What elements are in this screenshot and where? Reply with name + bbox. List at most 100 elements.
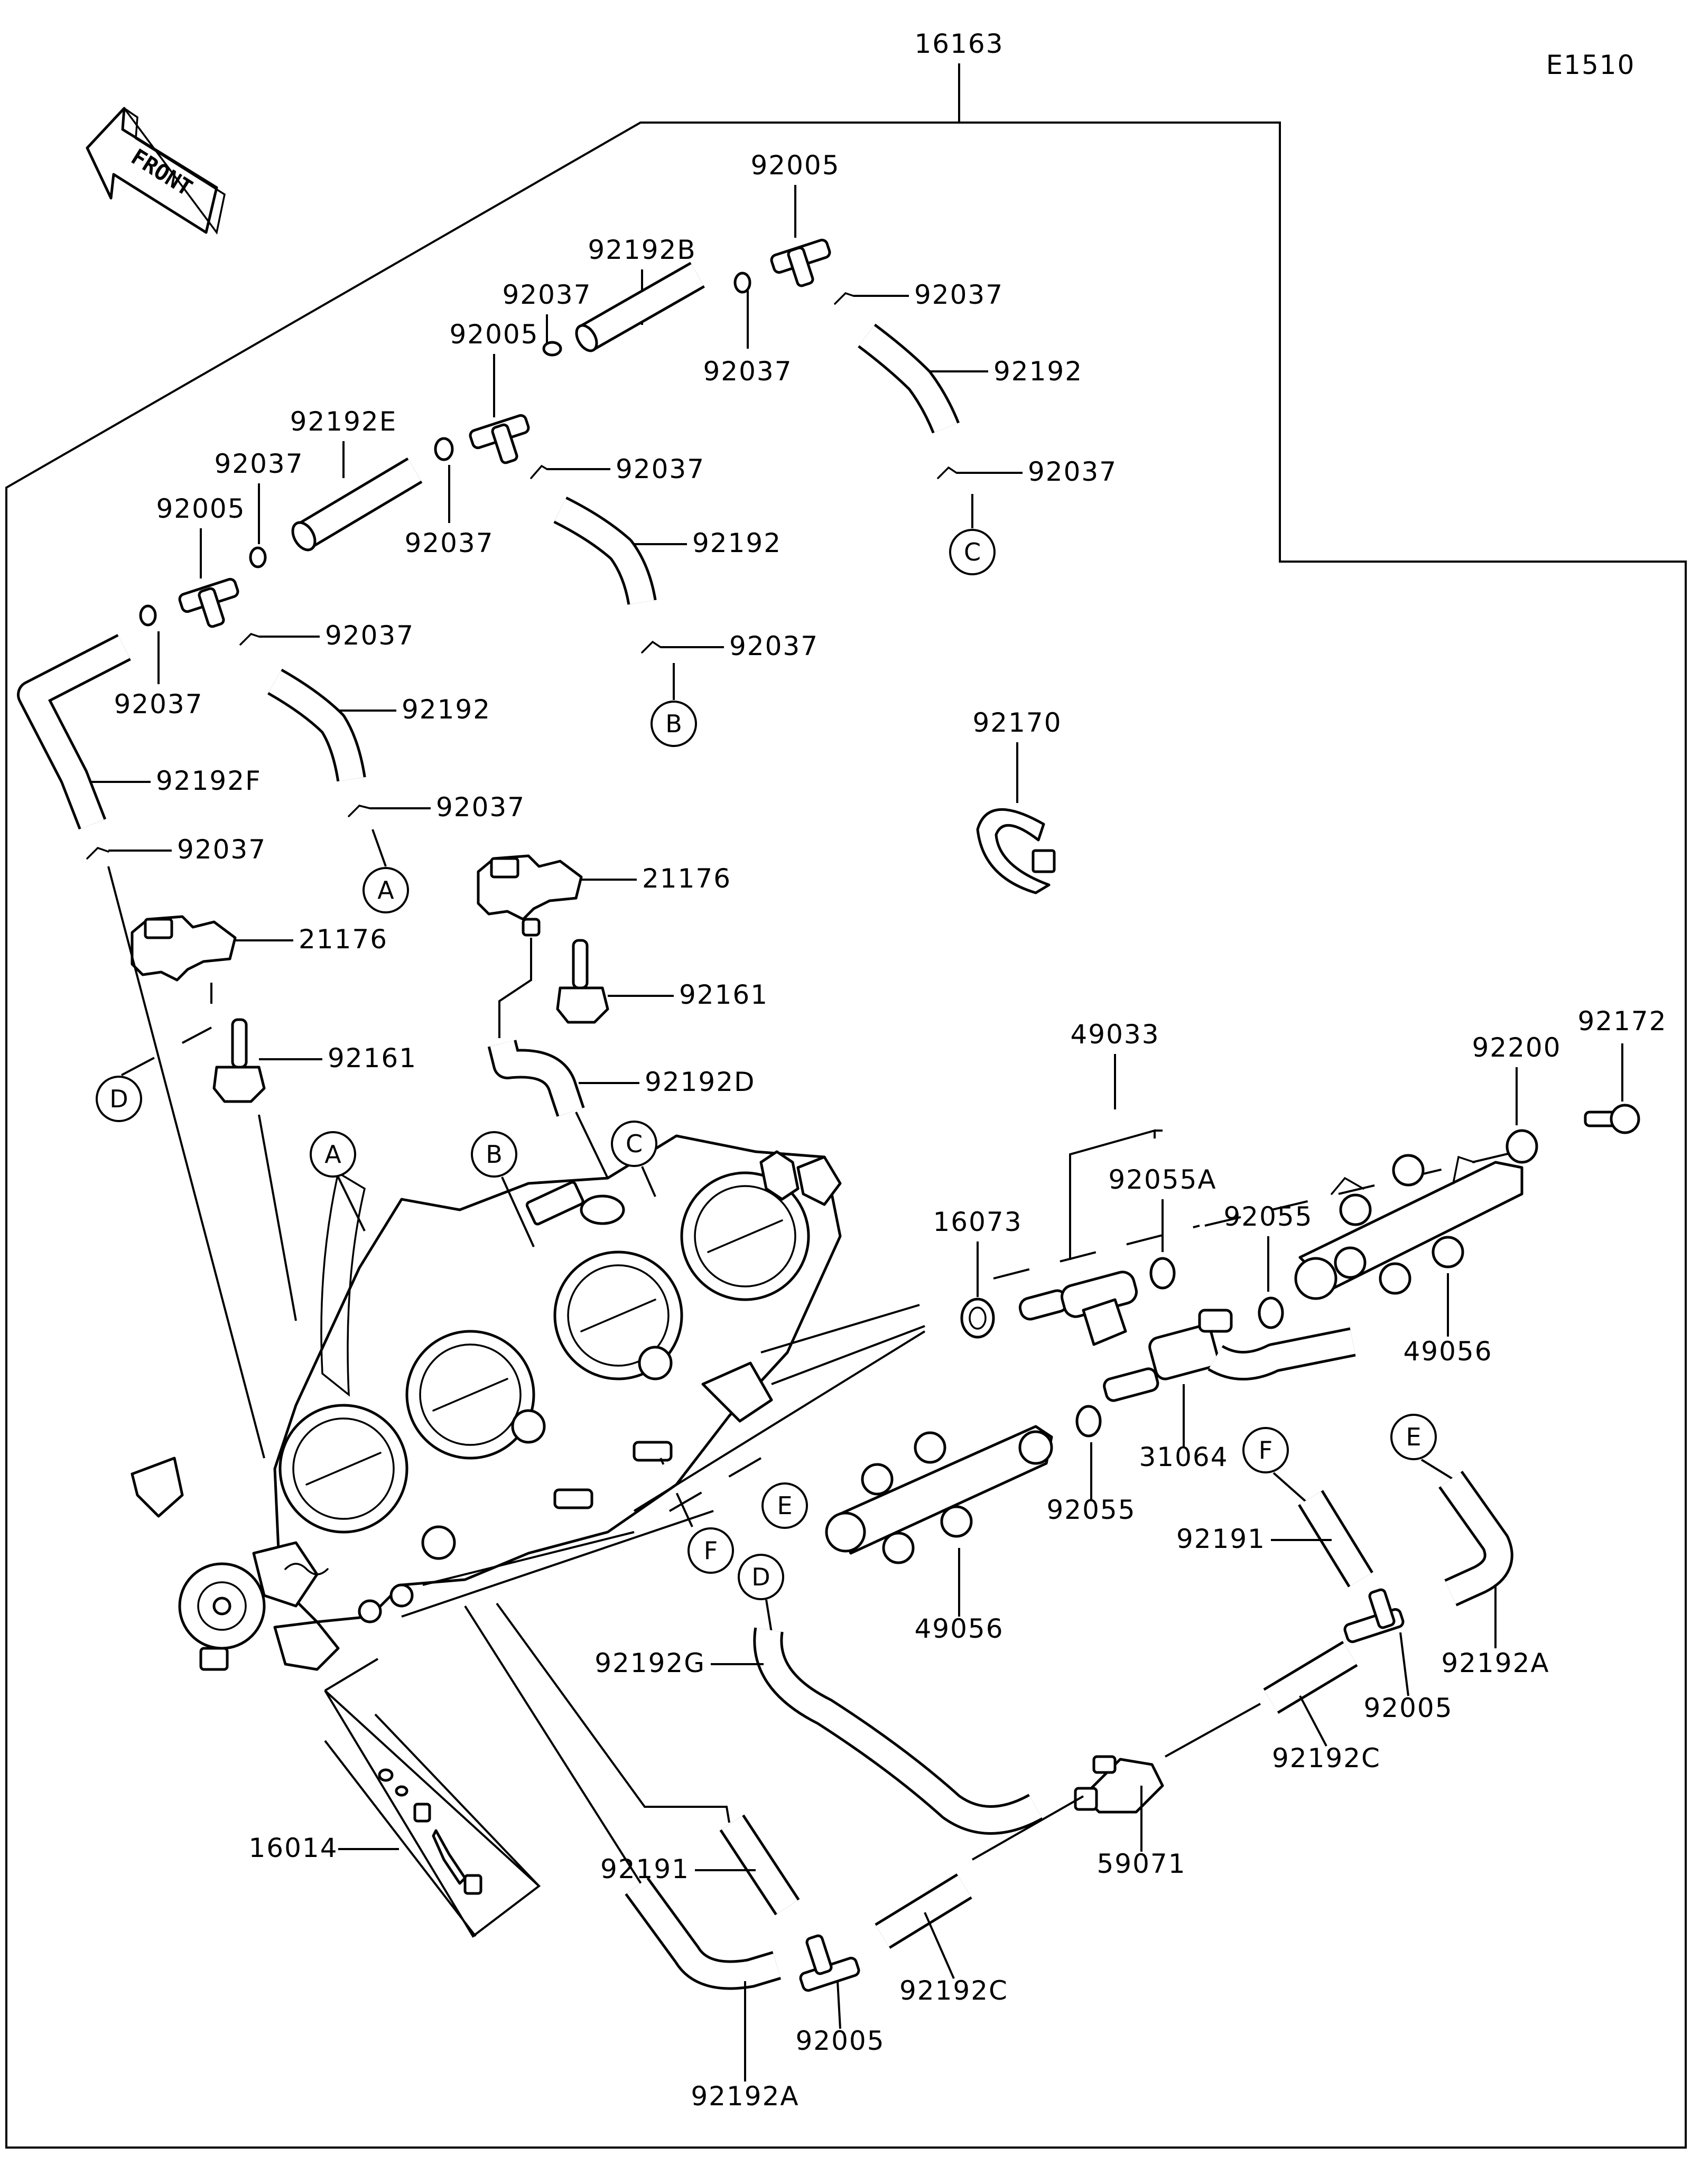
svg-text:B: B xyxy=(486,1140,503,1169)
throttle-linkage xyxy=(178,1541,414,1671)
label-92200: 92200 xyxy=(1472,1032,1561,1063)
hose-clamp-icon xyxy=(249,546,267,568)
label-49033: 49033 xyxy=(1070,1019,1159,1050)
throttle-bore-4 xyxy=(680,1171,810,1301)
ref-circle-c xyxy=(611,1121,657,1167)
fuel-rail-left xyxy=(825,1425,1053,1564)
label-92161-a: 92161 xyxy=(679,979,768,1010)
label-49056-b: 49056 xyxy=(914,1613,1004,1644)
t-fitting-icon xyxy=(799,1934,860,1992)
svg-text:D: D xyxy=(109,1085,128,1113)
t-fitting-icon xyxy=(770,238,831,287)
washer-icon xyxy=(1506,1129,1538,1164)
label-92037-i: 92037 xyxy=(325,620,414,651)
diagram-code: E1510 xyxy=(1546,50,1636,80)
bent-hose-92192F xyxy=(17,634,131,830)
fuel-rail-right xyxy=(1294,1154,1523,1300)
fuel-hose-tee-31064 xyxy=(1103,1309,1356,1402)
svg-text:D: D xyxy=(751,1563,770,1591)
label-92192F: 92192F xyxy=(156,766,262,796)
label-92037-b: 92037 xyxy=(703,356,792,387)
svg-text:B: B xyxy=(665,710,682,738)
label-92192D: 92192D xyxy=(645,1067,756,1097)
label-92037-c: 92037 xyxy=(914,279,1004,310)
hose-clamp-icon xyxy=(733,272,751,294)
hose-clamp-icon xyxy=(834,292,854,305)
hose-clamp-icon xyxy=(239,632,260,646)
label-92037-g: 92037 xyxy=(616,454,705,484)
label-59071: 59071 xyxy=(1097,1849,1186,1879)
ref-circle-f xyxy=(1242,1427,1289,1473)
t-fitting-icon xyxy=(178,577,239,628)
label-92192A-b: 92192A xyxy=(691,2081,799,2112)
straight-hose-92191 xyxy=(719,1814,800,1916)
label-92192B: 92192B xyxy=(588,235,696,265)
bypass-screw-kit-16014 xyxy=(324,1658,541,1938)
label-92055-a: 92055 xyxy=(1223,1201,1313,1232)
svg-text:A: A xyxy=(377,876,394,904)
svg-text:F: F xyxy=(1259,1436,1272,1464)
seal-icon xyxy=(960,1298,995,1339)
label-92037-k: 92037 xyxy=(436,792,525,823)
ref-circle-d xyxy=(96,1076,142,1122)
ref-circle-a xyxy=(310,1131,356,1178)
bolt-icon xyxy=(1584,1104,1640,1134)
pressure-sensor-icon xyxy=(477,854,583,937)
svg-text:C: C xyxy=(626,1130,643,1158)
t-fitting-icon xyxy=(469,414,530,464)
curved-hose-92192D xyxy=(487,1040,585,1117)
o-ring-icon xyxy=(1258,1296,1284,1329)
throttle-bore-2 xyxy=(405,1330,535,1460)
ref-circle-f xyxy=(687,1527,734,1574)
label-92037-a: 92037 xyxy=(502,279,591,310)
label-92005-mid: 92005 xyxy=(449,319,538,350)
svg-text:F: F xyxy=(704,1536,718,1565)
label-92172: 92172 xyxy=(1577,1006,1667,1037)
straight-hose-92192C xyxy=(1263,1640,1358,1714)
label-92037-f: 92037 xyxy=(404,528,494,558)
hose-clamp-icon xyxy=(139,604,157,627)
hose-clamp-icon xyxy=(542,341,562,357)
o-ring-icon xyxy=(1075,1405,1102,1438)
label-92037-h: 92037 xyxy=(729,631,819,661)
curved-hose-92192 xyxy=(858,323,960,434)
label-92192G: 92192G xyxy=(594,1648,705,1678)
label-92192C-a: 92192C xyxy=(1272,1743,1381,1774)
svg-text:C: C xyxy=(964,538,981,566)
svg-text:A: A xyxy=(324,1140,341,1169)
label-92161-b: 92161 xyxy=(328,1043,417,1074)
label-92037-j: 92037 xyxy=(114,689,203,720)
label-92005-b: 92005 xyxy=(1363,1693,1453,1723)
throttle-body-assembly xyxy=(131,1134,842,1671)
label-92005-c: 92005 xyxy=(795,2026,885,2056)
hose-clamp-icon xyxy=(348,805,371,817)
label-92192-top: 92192 xyxy=(993,356,1083,387)
ref-circle-c xyxy=(949,529,996,575)
ref-circle-b xyxy=(651,701,697,747)
cable-band-icon xyxy=(976,808,1056,894)
throttle-bore-1 xyxy=(278,1404,408,1534)
label-49056-a: 49056 xyxy=(1403,1336,1492,1367)
ref-circle-a xyxy=(363,867,409,913)
label-16014: 16014 xyxy=(248,1833,338,1863)
front-arrow-icon: FRONT xyxy=(86,107,226,235)
label-92191-a: 92191 xyxy=(1176,1524,1266,1554)
ref-circle-e xyxy=(761,1482,808,1529)
label-21176-b: 21176 xyxy=(299,924,388,955)
label-92005-left: 92005 xyxy=(156,493,245,524)
hose-clamp-icon xyxy=(641,640,662,654)
straight-hose-92192E xyxy=(291,457,423,552)
hose-clamp-icon xyxy=(937,466,958,479)
label-92192E: 92192E xyxy=(290,406,397,437)
label-92170: 92170 xyxy=(972,707,1062,738)
label-92192A-a: 92192A xyxy=(1441,1648,1549,1678)
hose-clamp-icon xyxy=(434,437,454,461)
straight-hose-92192B xyxy=(575,262,705,352)
label-92192-mid: 92192 xyxy=(692,528,782,558)
t-fitting-icon xyxy=(1343,1588,1405,1644)
hose-clamp-icon xyxy=(530,464,548,479)
svg-text:E: E xyxy=(777,1491,792,1520)
label-92005-top: 92005 xyxy=(750,150,840,181)
ref-circle-e xyxy=(1390,1414,1437,1460)
